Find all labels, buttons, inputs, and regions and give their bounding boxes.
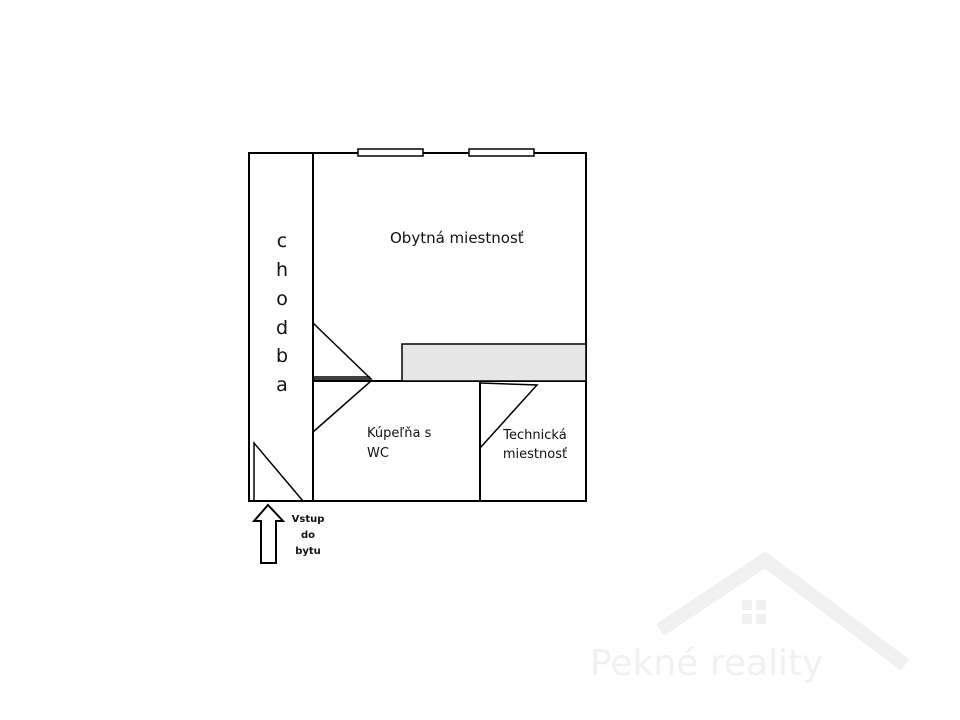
entrance-label-line3: bytu — [295, 546, 321, 557]
corridor-letter: d — [276, 317, 288, 339]
corridor-letter: h — [276, 259, 288, 281]
door-bathroom — [312, 380, 373, 433]
corridor-letter: c — [277, 230, 287, 252]
corridor-label: c h o d b a — [276, 230, 288, 396]
entrance-label-line1: Vstup — [292, 514, 325, 525]
watermark-logo: Pekné reality — [590, 551, 910, 684]
entrance-arrow-icon — [251, 503, 286, 564]
door-living-room — [312, 322, 373, 380]
entrance-label: Vstup do bytu — [292, 514, 325, 557]
living-room-label: Obytná miestnosť — [390, 229, 524, 247]
kitchen-counter — [401, 343, 587, 382]
technical-label-line2: miestnosť — [503, 447, 567, 462]
corridor-letter: b — [276, 345, 288, 367]
window-left — [357, 148, 424, 157]
door-technical — [479, 382, 539, 449]
door-entrance — [253, 440, 305, 502]
entrance-label-line2: do — [301, 530, 315, 541]
bathroom-label-line2: WC — [367, 446, 389, 461]
bathroom-label-line1: Kúpeľňa s — [367, 426, 432, 441]
corridor-letter: a — [276, 374, 288, 396]
watermark-text: Pekné reality — [590, 643, 823, 684]
technical-label-line1: Technická — [502, 428, 566, 443]
window-right — [468, 148, 535, 157]
corridor-letter: o — [276, 288, 288, 310]
